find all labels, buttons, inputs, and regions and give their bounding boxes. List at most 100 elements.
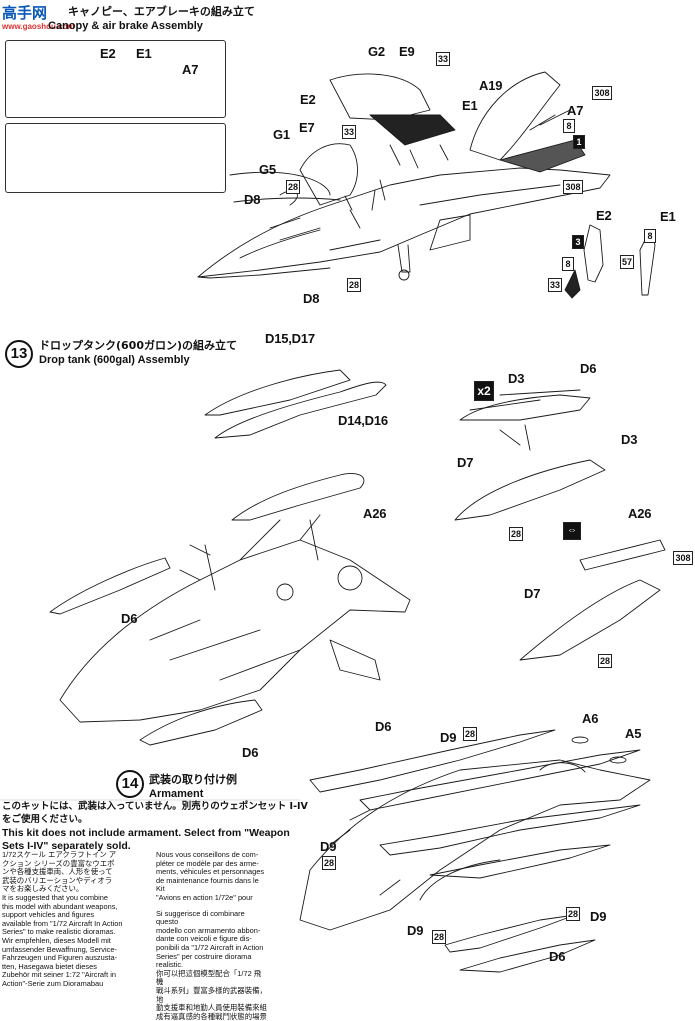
- col1-line: Series" to make realistic dioramas.: [2, 927, 116, 937]
- col1-line: クション シリーズの豊富なウエポ: [2, 858, 115, 868]
- label-g1: G1: [273, 127, 290, 142]
- col1-line: 武装のバリエーションやディオラ: [2, 875, 113, 885]
- paint-box-308b: 308: [563, 180, 583, 194]
- col1-line: Zubehör mit seiner 1:72 "Aircraft in: [2, 970, 116, 980]
- paint-box-308-step13: 308: [673, 551, 693, 565]
- col2-line: Series" per costruire diorama: [156, 951, 252, 961]
- label-d6-lower: D6: [242, 745, 259, 760]
- step13-header: ドロップタンク(600ガロン)の組み立て Drop tank (600gal) …: [39, 337, 237, 366]
- col1-line: umfassender Bewaffnung, Service-: [2, 944, 117, 954]
- step13-title-jp: ドロップタンク(600ガロン)の組み立て: [39, 339, 238, 352]
- paint-box-28b: 28: [347, 278, 361, 292]
- step13-title-en: Drop tank (600gal) Assembly: [39, 354, 190, 366]
- paint-box-308a: 308: [592, 86, 612, 100]
- col1-line: available from "1/72 Aircraft In Action: [2, 918, 123, 928]
- label-d8-top: D8: [244, 192, 261, 207]
- paint-box-3: 3: [572, 235, 584, 249]
- label-e2: E2: [300, 92, 316, 107]
- step13-number: 13: [5, 340, 33, 368]
- label-e7: E7: [299, 120, 315, 135]
- label-d7-bottom: D7: [524, 586, 541, 601]
- col2-line: 勤支援車和地勤人員使用裝備來組: [156, 1003, 267, 1013]
- label-a5: A5: [625, 726, 642, 741]
- label-a19: A19: [479, 78, 503, 93]
- step14-number: 14: [116, 770, 144, 798]
- step14-title-jp: 武装の取り付け例: [149, 773, 237, 786]
- col2-line: Nous vous conseillons de com-: [156, 850, 259, 859]
- col1-line: ンや各種支援車両、人形を使って: [2, 867, 113, 877]
- col1-line: 1/72スケール エアクラフトイン ア: [2, 850, 117, 859]
- paint-box-28-step14d: 28: [432, 930, 446, 944]
- paint-box-28-step14c: 28: [566, 907, 580, 921]
- paint-box-28-step13b: 28: [598, 654, 612, 668]
- col2-line: Si suggerisce di combinare questo: [156, 908, 245, 927]
- col1-line: this model with abundant weapons,: [2, 901, 118, 911]
- thumbnail-canopy-open: [5, 40, 226, 118]
- col1-line: tten, Hasegawa bietet dieses: [2, 961, 97, 971]
- label-g2: G2: [368, 44, 385, 59]
- step14-armament-drawings: [299, 729, 651, 973]
- label-d9-top: D9: [440, 730, 457, 745]
- direction-arrows-icon: ⇔: [563, 522, 581, 540]
- watermark-url: www.gaoshou.com: [2, 22, 75, 31]
- paint-box-8c: 8: [644, 229, 656, 243]
- paint-box-8a: 8: [563, 119, 575, 133]
- label-thumb-e2: E2: [100, 46, 116, 61]
- paint-box-1: 1: [573, 135, 585, 149]
- step14-header: 武装の取り付け例 Armament: [149, 771, 237, 800]
- paint-box-33c: 33: [548, 278, 562, 292]
- col2-line: dante con veicoli e figure dis-: [156, 934, 252, 944]
- label-thumb-a7: A7: [182, 62, 199, 77]
- label-d14-d16: D14,D16: [338, 413, 388, 428]
- label-e9: E9: [399, 44, 415, 59]
- col2-line: realistic.: [156, 960, 184, 970]
- label-d9-left: D9: [320, 839, 337, 854]
- col2-line: 成有逼真感的各種戰鬥狀態的場景: [156, 1011, 267, 1021]
- label-e1: E1: [462, 98, 478, 113]
- label-d7-top: D7: [457, 455, 474, 470]
- col2-line: 你可以把這個模型配合「1/72 飛機: [156, 968, 262, 987]
- step12-header: キャノピー、エアブレーキの組み立て Canopy & air brake Ass…: [48, 3, 255, 32]
- paint-box-57: 57: [620, 255, 634, 269]
- col1-line: Fahrzeugen und Figuren auszusta-: [2, 953, 118, 963]
- label-a7: A7: [567, 103, 584, 118]
- label-e1-part: E1: [660, 209, 676, 224]
- multilingual-text-col1: 1/72スケール エアクラフトイン ア クション シリーズの豊富なウエポ ンや各…: [2, 850, 150, 989]
- col2-line: "Avions en action 1/72e" pour: [156, 892, 253, 902]
- col1-line: It is suggested that you combine: [2, 892, 108, 902]
- col2-line: modello con armamento abbon-: [156, 925, 261, 935]
- notice-en: This kit does not include armament. Sele…: [2, 827, 290, 852]
- col2-line: ponibili da "1/72 Aircraft in Action: [156, 942, 264, 952]
- step12-title-en: Canopy & air brake Assembly: [48, 20, 203, 32]
- label-d8-bottom: D8: [303, 291, 320, 306]
- watermark: 高手网 www.gaoshou.com: [2, 4, 75, 40]
- label-a26-right: A26: [628, 506, 652, 521]
- watermark-logo: 高手网: [2, 4, 48, 22]
- col2-line: de maintenance fournis dans le Kit: [156, 875, 259, 894]
- label-g5: G5: [259, 162, 276, 177]
- label-a26-center: A26: [363, 506, 387, 521]
- label-thumb-e1: E1: [136, 46, 152, 61]
- paint-box-8b: 8: [562, 257, 574, 271]
- paint-box-28a: 28: [286, 180, 300, 194]
- label-d6-right: D6: [580, 361, 597, 376]
- label-d6-armament-bottom: D6: [549, 949, 566, 964]
- col1-line: Action"-Serie zum Dioramabau: [2, 978, 104, 988]
- col2-line: ments, véhicules et personnages: [156, 867, 265, 877]
- paint-box-28-step14b: 28: [322, 856, 336, 870]
- label-d6-armament-top: D6: [375, 719, 392, 734]
- step13-tank-drawings: [49, 369, 666, 746]
- thumbnail-canopy-closed: [5, 123, 226, 193]
- col1-line: マをお楽しみください。: [2, 884, 84, 894]
- label-d15-d17: D15,D17: [265, 331, 315, 346]
- label-e2-part: E2: [596, 208, 612, 223]
- quantity-x2-badge: x2: [474, 381, 494, 401]
- col1-line: support vehicles and figures: [2, 910, 95, 920]
- label-a6: A6: [582, 711, 599, 726]
- col1-line: Wir empfehlen, dieses Modell mit: [2, 935, 111, 945]
- label-d9-right: D9: [590, 909, 607, 924]
- step12-title-jp: キャノピー、エアブレーキの組み立て: [68, 5, 255, 18]
- label-d6-left: D6: [121, 611, 138, 626]
- armament-notice: このキットには、武装は入っていません。別売りのウェポンセット I-IVをご使用く…: [2, 800, 312, 853]
- paint-box-33a: 33: [436, 52, 450, 66]
